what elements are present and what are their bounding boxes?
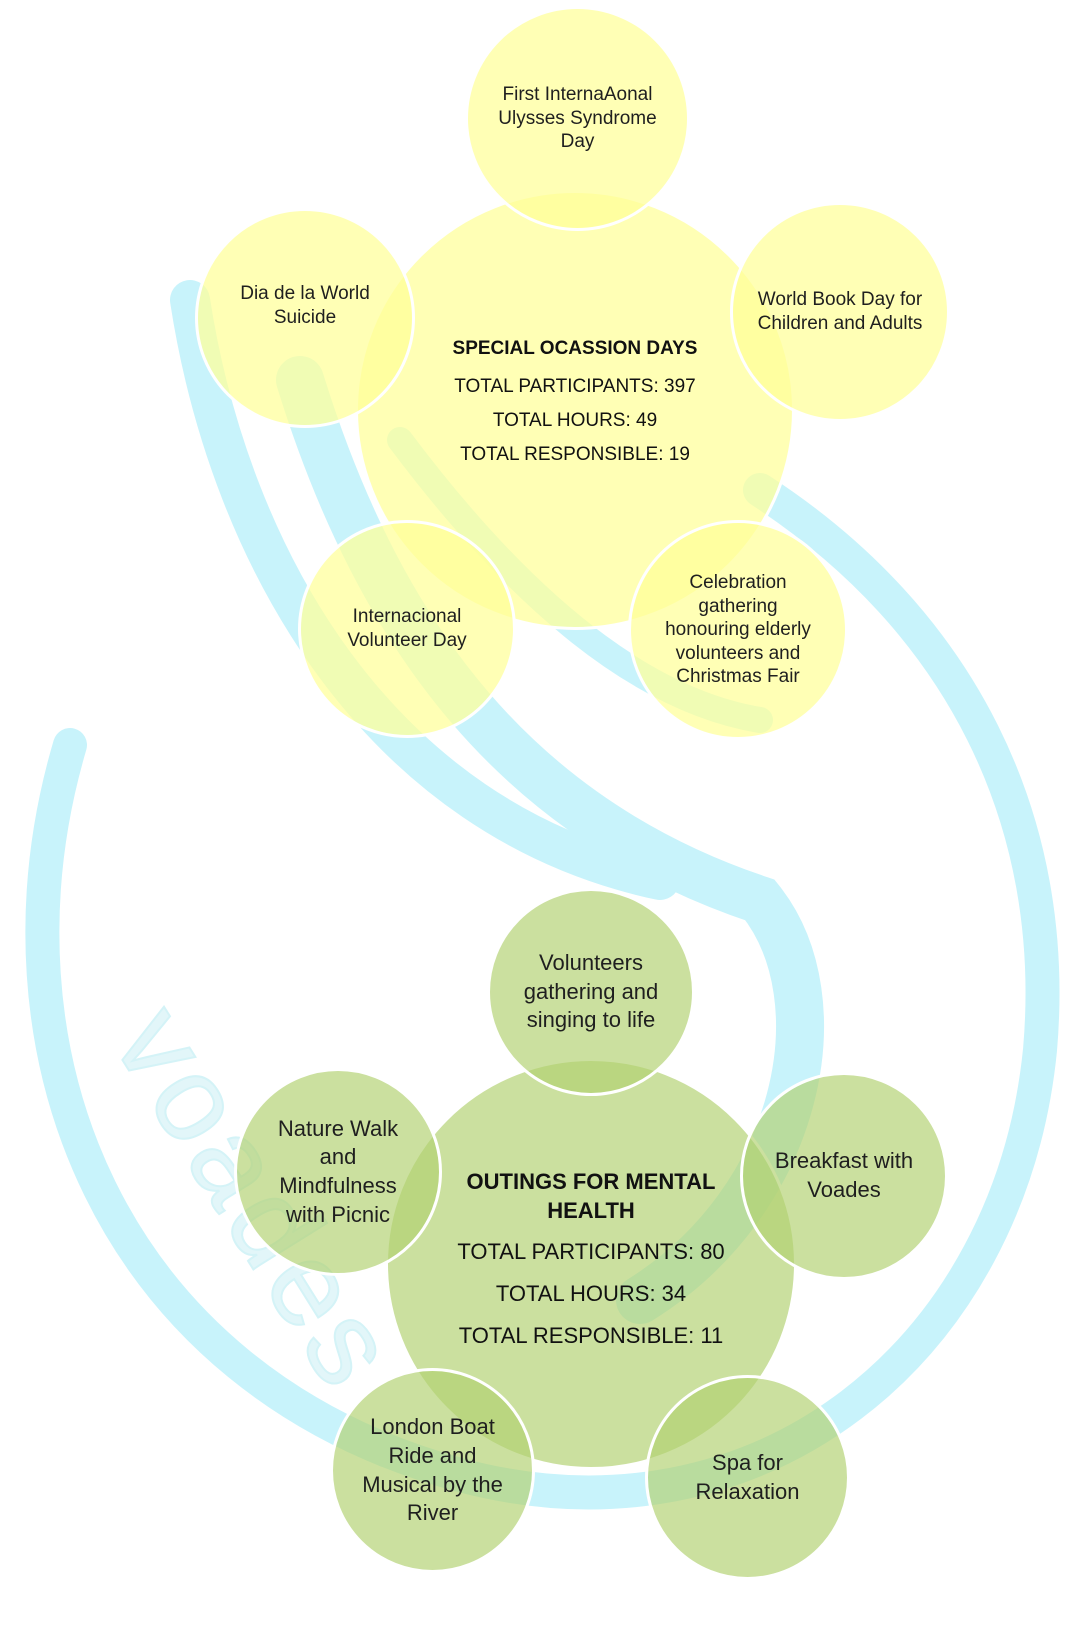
event-label: London Boat Ride and Musical by the Rive…: [362, 1414, 503, 1526]
outings-event-breakfast: Breakfast with Voades: [740, 1072, 948, 1280]
outings-participants: TOTAL PARTICIPANTS: 80: [457, 1239, 725, 1265]
event-label: Internacional Volunteer Day: [347, 606, 467, 651]
special-occasion-event-ulysses: First InternaAonal Ulysses Syndrome Day: [465, 6, 690, 231]
event-label: Celebration gathering honouring elderly …: [665, 572, 811, 688]
outings-hours: TOTAL HOURS: 34: [495, 1281, 687, 1307]
event-label: Dia de la World Suicide: [240, 283, 370, 328]
event-label: Nature Walk and Mindfulness with Picnic: [277, 1115, 399, 1227]
event-label: Breakfast with Voades: [774, 1148, 914, 1202]
special-occasion-participants: TOTAL PARTICIPANTS: 397: [454, 376, 696, 397]
event-label: First InternaAonal Ulysses Syndrome Day: [498, 84, 657, 153]
event-label: Spa for Relaxation: [695, 1449, 800, 1504]
outings-event-nature-walk: Nature Walk and Mindfulness with Picnic: [234, 1068, 442, 1276]
special-occasion-title: SPECIAL OCASSION DAYS: [452, 338, 698, 359]
special-occasion-event-celebration-christmas-fair: Celebration gathering honouring elderly …: [628, 520, 848, 740]
outings-title: OUTINGS FOR MENTAL HEALTH: [466, 1169, 716, 1223]
outings-event-spa: Spa for Relaxation: [645, 1375, 850, 1580]
event-label: Volunteers gathering and singing to life: [523, 950, 659, 1033]
special-occasion-event-world-book-day: World Book Day for Children and Adults: [730, 202, 950, 422]
special-occasion-event-volunteer-day: Internacional Volunteer Day: [298, 520, 516, 738]
outings-hub-stats: OUTINGS FOR MENTAL HEALTH TOTAL PARTICIP…: [440, 1168, 742, 1365]
special-occasion-hub-stats: SPECIAL OCASSION DAYS TOTAL PARTICIPANTS…: [420, 338, 730, 478]
outings-event-volunteers-singing: Volunteers gathering and singing to life: [487, 888, 695, 1096]
special-occasion-hours: TOTAL HOURS: 49: [492, 410, 658, 431]
event-label: World Book Day for Children and Adults: [757, 289, 923, 334]
outings-responsible: TOTAL RESPONSIBLE: 11: [458, 1323, 724, 1349]
special-occasion-responsible: TOTAL RESPONSIBLE: 19: [460, 444, 690, 465]
special-occasion-event-world-suicide: Dia de la World Suicide: [195, 208, 415, 428]
outings-event-boat-ride: London Boat Ride and Musical by the Rive…: [330, 1368, 535, 1573]
